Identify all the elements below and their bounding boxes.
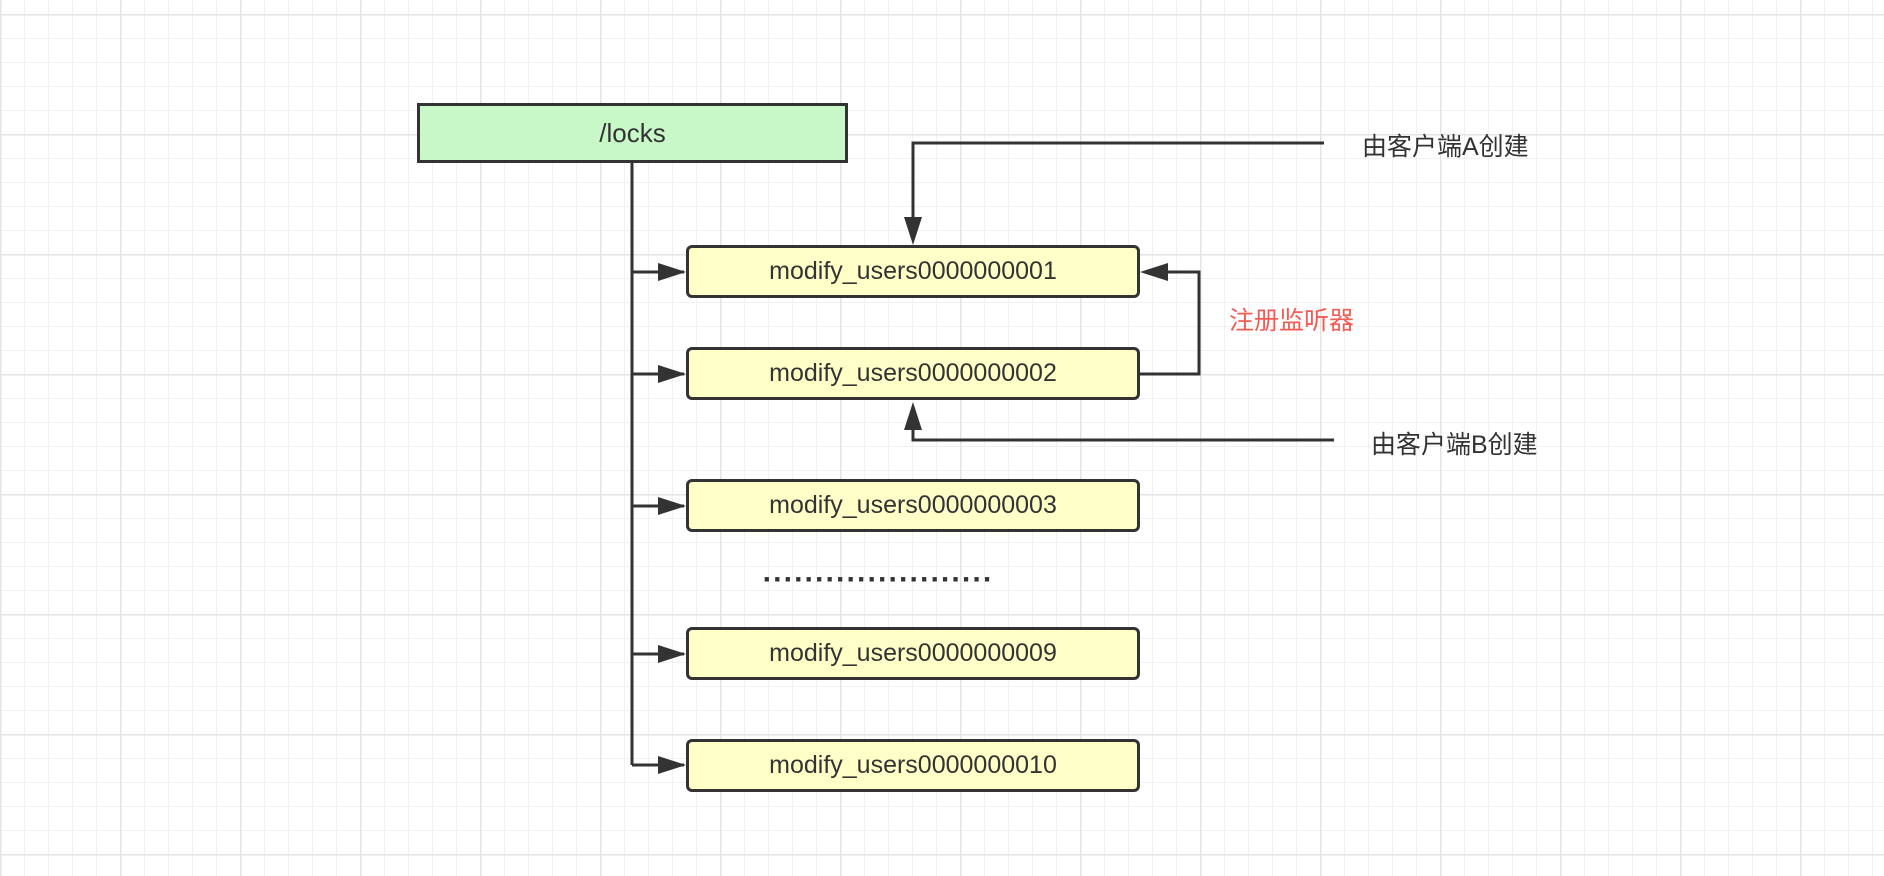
client-a-arrowhead xyxy=(904,217,922,245)
listener-arrowhead xyxy=(1140,263,1168,281)
ellipsis-dots: ······················ xyxy=(762,563,994,596)
arrowhead-1 xyxy=(658,263,686,281)
child-node-label: modify_users0000000009 xyxy=(769,639,1057,667)
annotation-created-by-client-a: 由客户端A创建 xyxy=(1362,133,1529,161)
annotation-register-listener: 注册监听器 xyxy=(1229,307,1355,335)
arrowhead-5 xyxy=(658,756,686,774)
root-node-locks: /locks xyxy=(417,103,848,163)
client-a-arrow xyxy=(911,141,1324,222)
child-node-label: modify_users0000000010 xyxy=(769,751,1057,779)
child-node-1: modify_users0000000001 xyxy=(686,245,1140,298)
arrowhead-4 xyxy=(658,645,686,663)
client-b-arrow xyxy=(911,424,1334,442)
client-b-arrowhead xyxy=(904,402,922,430)
child-node-2: modify_users0000000002 xyxy=(686,347,1140,400)
child-node-3: modify_users0000000003 xyxy=(686,479,1140,532)
child-node-9: modify_users0000000009 xyxy=(686,627,1140,680)
child-node-label: modify_users0000000003 xyxy=(769,491,1057,519)
child-node-label: modify_users0000000002 xyxy=(769,359,1057,387)
root-node-label: /locks xyxy=(599,117,666,148)
child-node-10: modify_users0000000010 xyxy=(686,739,1140,792)
child-node-label: modify_users0000000001 xyxy=(769,257,1057,285)
annotation-created-by-client-b: 由客户端B创建 xyxy=(1371,431,1538,459)
arrowhead-3 xyxy=(658,497,686,515)
arrowhead-2 xyxy=(658,365,686,383)
listener-arrow xyxy=(1140,270,1201,376)
